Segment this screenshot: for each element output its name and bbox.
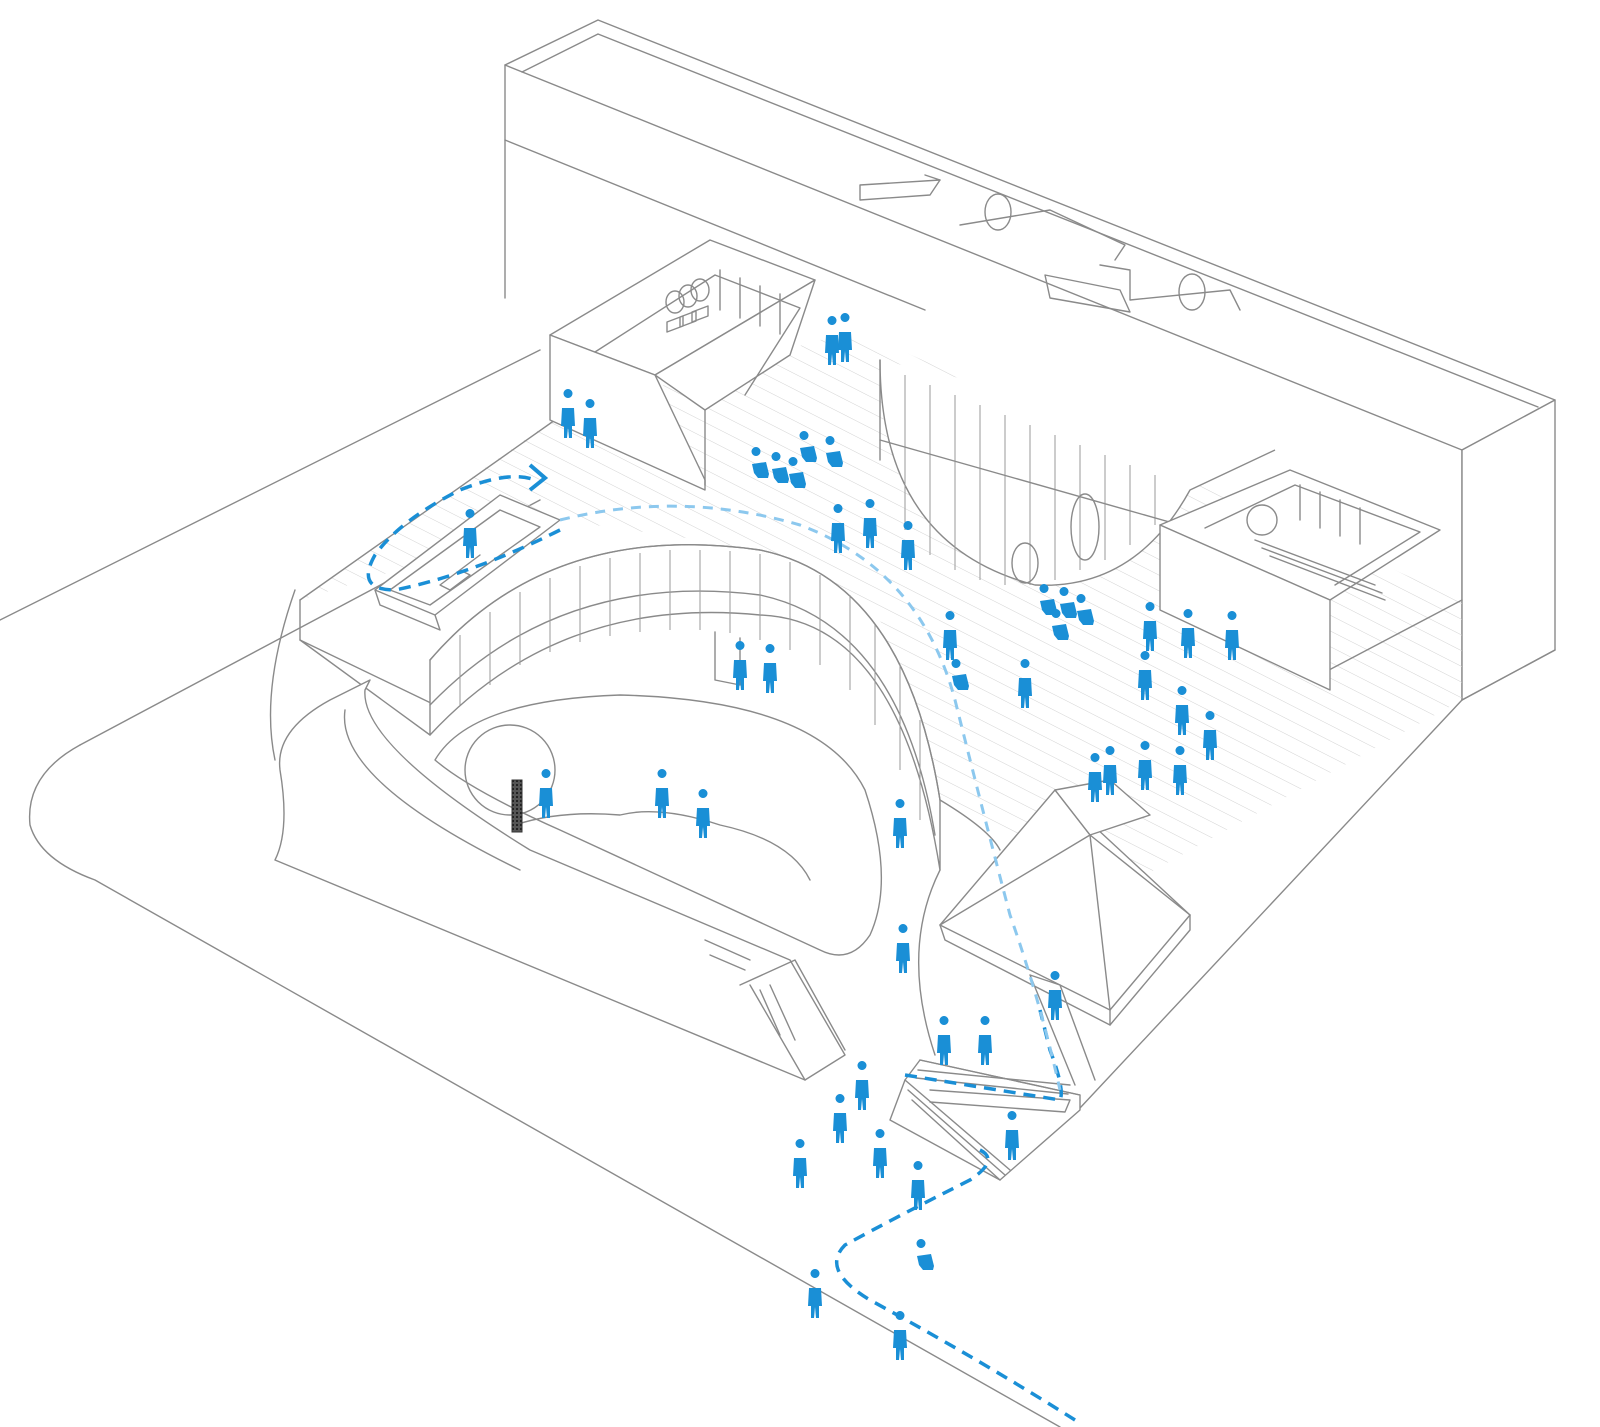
right-pavilion — [1159, 469, 1441, 691]
entrance-stairs — [889, 1059, 1081, 1181]
walkway — [918, 799, 1001, 1056]
person-icon — [901, 521, 915, 570]
person-icon — [825, 316, 839, 365]
person-icon — [808, 1269, 822, 1318]
person-icon — [1048, 971, 1062, 1020]
dark-pillar — [511, 779, 523, 833]
crouching-person-icon — [1076, 594, 1094, 625]
crouching-person-icon — [771, 452, 789, 483]
curved-glass-facade — [429, 544, 941, 871]
person-icon — [655, 768, 669, 818]
person-icon — [1175, 685, 1189, 735]
person-icon — [1103, 746, 1117, 795]
person-icon — [763, 644, 777, 693]
person-icon — [937, 1016, 951, 1065]
route-main — [835, 1148, 1076, 1422]
person-icon — [896, 923, 910, 973]
back-building — [504, 19, 1556, 1109]
route-skylight — [366, 474, 561, 592]
crouching-person-icon — [1039, 584, 1057, 615]
crouching-person-icon — [1051, 609, 1069, 640]
crouching-person-icon — [1059, 587, 1077, 618]
person-icon — [893, 1311, 907, 1360]
left-pavilion — [549, 239, 816, 491]
person-icon — [1143, 602, 1157, 651]
person-icon — [978, 1016, 992, 1065]
person-icon — [463, 509, 477, 558]
person-icon — [873, 1129, 887, 1178]
person-icon — [855, 1061, 869, 1110]
person-icon — [863, 499, 877, 548]
visitor-routes — [366, 463, 1076, 1422]
crouching-person-icon — [825, 436, 843, 467]
crouching-person-icon — [916, 1239, 934, 1270]
person-icon — [1138, 741, 1152, 790]
crouching-person-icon — [751, 447, 769, 478]
person-icon — [561, 389, 575, 438]
person-icon — [793, 1139, 807, 1188]
person-icon — [696, 789, 710, 838]
people-silhouettes — [463, 313, 1239, 1360]
person-icon — [1225, 611, 1239, 660]
person-icon — [583, 399, 597, 448]
person-icon — [733, 641, 747, 690]
person-icon — [911, 1161, 925, 1210]
person-icon — [1018, 659, 1032, 708]
route-arrow-icon — [528, 463, 549, 492]
person-icon — [838, 313, 852, 362]
person-icon — [539, 768, 553, 818]
person-icon — [1203, 710, 1217, 760]
person-icon — [1181, 609, 1195, 658]
person-icon — [1088, 753, 1102, 802]
person-icon — [1005, 1111, 1019, 1160]
person-icon — [893, 798, 907, 848]
entrance-pavilion — [939, 779, 1191, 1086]
crouching-person-icon — [951, 658, 969, 690]
person-icon — [833, 1094, 847, 1143]
person-icon — [831, 504, 845, 553]
crouching-person-icon — [788, 457, 806, 488]
person-icon — [1138, 651, 1152, 700]
person-icon — [943, 611, 957, 660]
inner-courtyard — [274, 679, 883, 1081]
crouching-person-icon — [799, 431, 817, 462]
person-icon — [1173, 746, 1187, 795]
sunken-court — [879, 359, 1276, 586]
